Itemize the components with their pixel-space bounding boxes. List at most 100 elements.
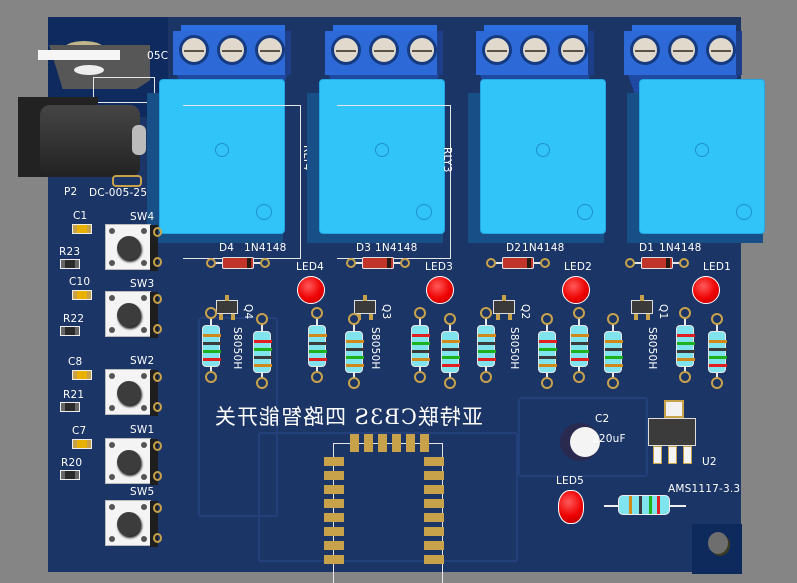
module-pad (406, 434, 415, 452)
transistor-q2-ref: Q2 (519, 304, 531, 320)
smd-resistor-r20 (60, 470, 80, 480)
screw-icon[interactable] (369, 35, 399, 65)
led-3 (426, 276, 454, 304)
screw-icon[interactable] (630, 35, 660, 65)
diode-3-part: 1N4148 (375, 242, 418, 254)
transistor-q3-part: S8050H (369, 327, 381, 370)
trace (258, 432, 518, 562)
regulator-u2-part: AMS1117-3.3 (668, 483, 741, 495)
smd-resistor-r21 (60, 402, 80, 412)
diode-2-ref: D2 (506, 242, 522, 254)
tact-switch-sw3[interactable] (105, 291, 162, 338)
screw-icon[interactable] (520, 35, 550, 65)
diode-1-ref: D1 (639, 242, 655, 254)
regulator-mount-hole (74, 65, 104, 75)
axial-resistor (538, 313, 557, 389)
dc-jack-part: DC-005-25 (89, 187, 148, 199)
module-pad (324, 499, 344, 508)
diode-2-part: 1N4148 (522, 242, 565, 254)
switch-sw1-ref: SW1 (130, 424, 155, 436)
tact-switch-sw5[interactable] (105, 500, 162, 547)
screw-icon[interactable] (331, 35, 361, 65)
led-3-ref: LED3 (425, 261, 454, 273)
led-4 (297, 276, 325, 304)
led-1-ref: LED1 (703, 261, 732, 273)
axial-resistor (604, 313, 623, 389)
switch-sw5-ref: SW5 (130, 486, 155, 498)
terminal-block-2 (476, 25, 596, 93)
tact-switch-sw1[interactable] (105, 438, 162, 485)
led-1 (692, 276, 720, 304)
relay-3-ref: RLY3 (441, 147, 453, 173)
smd-capacitor-c1 (72, 224, 92, 234)
led-2-ref: LED2 (564, 261, 593, 273)
module-pad (324, 457, 344, 466)
diode-4 (206, 256, 270, 270)
led-4-ref: LED4 (296, 261, 325, 273)
module-pad (424, 513, 444, 522)
axial-resistor (708, 313, 727, 389)
regulator-leg (668, 446, 677, 464)
axial-resistor (477, 307, 496, 383)
transistor-q4 (216, 295, 238, 320)
module-pad (324, 485, 344, 494)
module-pad (324, 555, 344, 564)
module-pad (350, 434, 359, 452)
cap-c7-ref: C7 (72, 425, 87, 437)
res-r21-ref: R21 (63, 389, 85, 401)
cap-c2-value: 220uF (592, 433, 626, 445)
axial-resistor-led5 (618, 495, 670, 515)
module-pad (392, 434, 401, 452)
axial-resistor (676, 307, 695, 383)
screw-icon[interactable] (407, 35, 437, 65)
transistor-q3 (354, 295, 376, 320)
terminal-block-4 (173, 25, 293, 93)
screw-icon[interactable] (482, 35, 512, 65)
regulator-leg (683, 446, 692, 464)
cap-c1-ref: C1 (73, 210, 88, 222)
ams1117-regulator (648, 418, 696, 446)
screw-icon[interactable] (179, 35, 209, 65)
trace (518, 397, 648, 477)
res-r22-ref: R22 (63, 313, 85, 325)
screw-icon[interactable] (255, 35, 285, 65)
axial-resistor (345, 313, 364, 389)
regulator-leg (653, 446, 662, 464)
trace (198, 317, 278, 517)
transistor-q1-ref: Q1 (657, 304, 669, 320)
diode-4-ref: D4 (219, 242, 235, 254)
screw-icon[interactable] (217, 35, 247, 65)
module-pad (364, 434, 373, 452)
module-pad (324, 471, 344, 480)
smd-capacitor-c7 (72, 439, 92, 449)
silk-outline (93, 77, 155, 103)
relay-1 (627, 79, 765, 243)
diode-2 (486, 256, 550, 270)
screw-icon[interactable] (706, 35, 736, 65)
switch-sw3-ref: SW3 (130, 278, 155, 290)
dc-jack-pad (112, 175, 142, 187)
transistor-q1 (631, 295, 653, 320)
axial-resistor (570, 307, 589, 383)
module-pad (424, 471, 444, 480)
screw-icon[interactable] (668, 35, 698, 65)
led-5-ref: LED5 (556, 475, 585, 487)
silk-outline (183, 105, 301, 259)
diode-4-part: 1N4148 (244, 242, 287, 254)
module-pad (424, 485, 444, 494)
board-title-mirrored: 亚特联CB3S 四路智能开关 (214, 405, 483, 429)
tact-switch-sw2[interactable] (105, 369, 162, 416)
module-pad (378, 434, 387, 452)
smd-resistor-r22 (60, 326, 80, 336)
transistor-q3-ref: Q3 (380, 304, 392, 320)
terminal-block-3 (325, 25, 445, 93)
cap-c10-ref: C10 (69, 276, 91, 288)
tact-switch-sw4[interactable] (105, 224, 162, 271)
terminal-block-1 (624, 25, 744, 93)
screw-icon[interactable] (558, 35, 588, 65)
diode-3-ref: D3 (356, 242, 372, 254)
transistor-q1-part: S8050H (646, 327, 658, 370)
relay-4 (147, 79, 285, 243)
silk-outline (337, 105, 451, 259)
transistor-q2-part: S8050H (508, 327, 520, 370)
